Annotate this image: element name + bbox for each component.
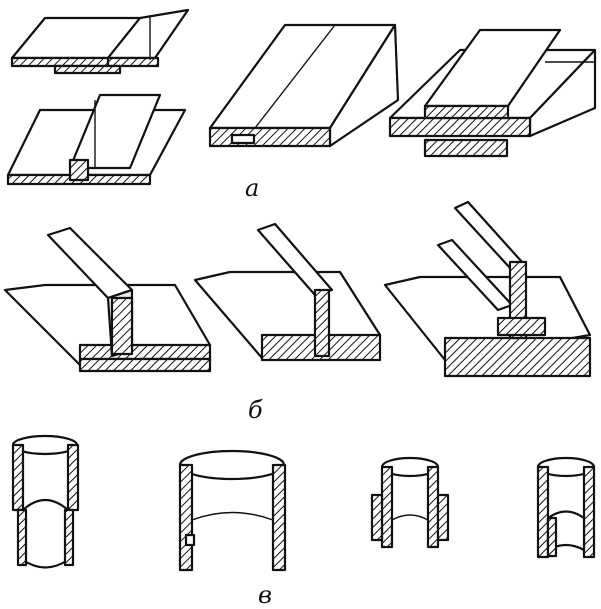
row-a-figures: а <box>6 8 597 202</box>
grooved-plate <box>208 23 400 148</box>
pipe-insert-right <box>536 456 596 559</box>
pipe-section-middle <box>178 449 287 572</box>
row-b-figures: б <box>3 200 592 424</box>
butt-joint-backing-strip <box>10 8 190 75</box>
t-joint-right <box>383 200 592 378</box>
lap-joint-overlay-plates <box>388 28 597 158</box>
row-c-label: в <box>258 581 272 609</box>
row-c-figures: в <box>11 434 596 609</box>
row-a-label: а <box>245 174 259 202</box>
joint-t-strip <box>6 93 187 186</box>
pipe-ring-third <box>370 456 450 549</box>
pipe-sleeve-left <box>11 434 80 569</box>
row-b-label: б <box>248 396 263 424</box>
t-joint-middle <box>193 222 382 362</box>
t-joint-left <box>3 226 212 373</box>
